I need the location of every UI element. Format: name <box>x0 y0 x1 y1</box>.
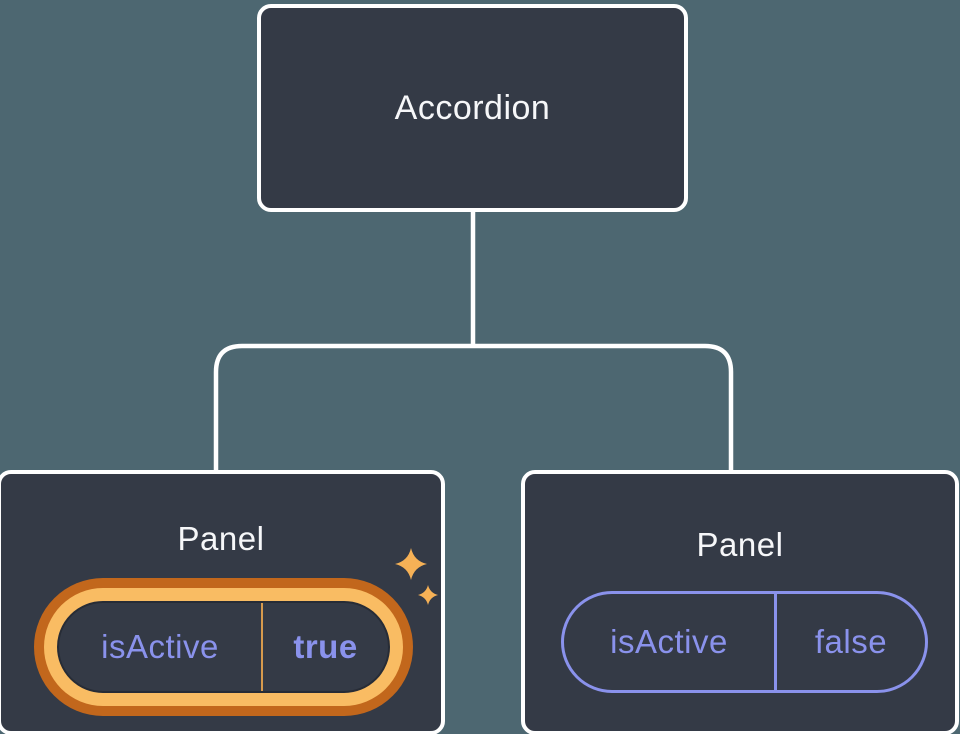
pill-divider <box>774 594 777 690</box>
pill-divider <box>261 603 263 691</box>
state-key-label: isActive <box>101 628 219 665</box>
panel-node-active: Panel isActive true <box>0 470 445 734</box>
accordion-node: Accordion <box>257 4 688 212</box>
sparkle-icon-large <box>395 548 427 580</box>
sparkle-icon-small <box>418 585 438 605</box>
panel-node-inactive: Panel isActive false <box>521 470 959 734</box>
panel-node-label: Panel <box>177 520 265 557</box>
state-value-label: false <box>814 623 888 660</box>
state-key-label: isActive <box>610 623 728 660</box>
state-value-label: true <box>293 628 358 665</box>
accordion-node-label: Accordion <box>394 88 551 127</box>
state-pill-inactive: isActive false <box>561 591 928 693</box>
connector-branches <box>213 343 734 490</box>
panel-node-label: Panel <box>696 526 784 563</box>
state-pill-active: isActive true <box>57 601 390 693</box>
